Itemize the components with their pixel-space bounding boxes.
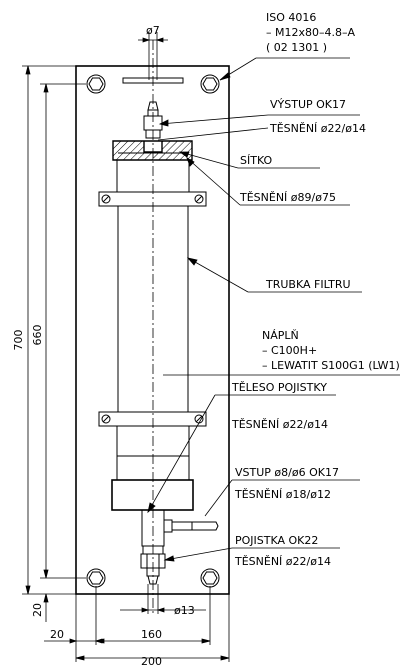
- label-tesneni-89: TĚSNĚNÍ ø89/ø75: [239, 191, 336, 204]
- dim-d13: ø13: [174, 604, 195, 617]
- label-tesneni-mid: TĚSNĚNÍ ø22/ø14: [231, 418, 328, 431]
- label-vstup: VSTUP ø8/ø6 OK17: [235, 466, 339, 479]
- bolt-bottom-left: [86, 568, 106, 588]
- label-napln-2: – LEWATIT S100G1 (LW1): [262, 359, 400, 372]
- dim-160: 160: [141, 628, 162, 641]
- label-iso-1: ISO 4016: [266, 11, 316, 24]
- label-iso-2: – M12x80–4.8–A: [266, 26, 355, 39]
- label-napln: NÁPLŇ: [262, 329, 299, 342]
- label-iso-3: ( 02 1301 ): [266, 41, 327, 54]
- label-vystup: VÝSTUP OK17: [270, 98, 346, 111]
- top-cap: [112, 140, 193, 161]
- upper-clamp: [98, 191, 207, 207]
- label-tesneni-18: TĚSNĚNÍ ø18/ø12: [234, 488, 331, 501]
- fuse-nut: [140, 545, 166, 585]
- label-napln-1: – C100H+: [262, 344, 317, 357]
- label-tesneni-bot: TĚSNĚNÍ ø22/ø14: [234, 555, 331, 568]
- label-sitko: SÍTKO: [240, 154, 273, 167]
- dim-700: 700: [12, 330, 25, 351]
- base-plate: [75, 65, 230, 595]
- label-tesneni-top: TĚSNĚNÍ ø22/ø14: [269, 122, 366, 135]
- dim-20-left: 20: [50, 628, 64, 641]
- dim-200: 200: [141, 655, 162, 668]
- leaders: [147, 57, 400, 562]
- label-trubka: TRUBKA FILTRU: [265, 278, 351, 291]
- lower-clamp: [98, 411, 207, 427]
- bolt-top-right: [200, 74, 220, 94]
- bolt-bottom-right: [200, 568, 220, 588]
- filter-tube: [117, 206, 189, 412]
- inlet-fitting: [163, 519, 219, 533]
- bolt-top-left: [86, 74, 106, 94]
- dim-d7: ø7: [146, 24, 160, 37]
- dim-20-bottom: 20: [31, 603, 44, 617]
- label-pojistka: POJISTKA OK22: [235, 534, 318, 547]
- label-teleso: TĚLESO POJISTKY: [231, 381, 327, 394]
- dim-660: 660: [31, 325, 44, 346]
- dimension-lines: [22, 32, 230, 662]
